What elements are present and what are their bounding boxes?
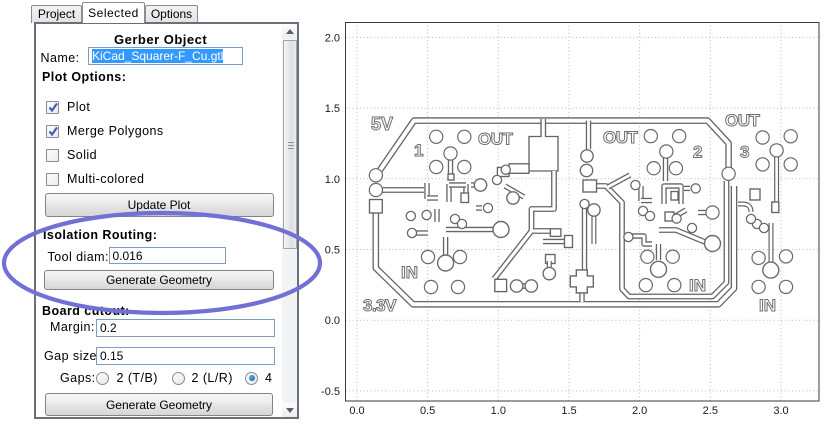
svg-text:3.3V: 3.3V (363, 296, 397, 315)
svg-text:1.0: 1.0 (491, 405, 506, 417)
svg-text:0.0: 0.0 (349, 405, 364, 417)
svg-text:1.0: 1.0 (325, 174, 340, 186)
svg-text:OUT: OUT (725, 111, 761, 130)
svg-text:IN: IN (689, 276, 706, 295)
svg-text:OUT: OUT (603, 128, 639, 147)
svg-text:IN: IN (759, 296, 776, 315)
svg-text:0.5: 0.5 (325, 245, 340, 257)
svg-text:OUT: OUT (478, 130, 514, 149)
svg-text:2.5: 2.5 (703, 405, 718, 417)
svg-text:0.0: 0.0 (325, 315, 340, 327)
svg-text:3.0: 3.0 (773, 405, 788, 417)
svg-text:IN: IN (401, 263, 418, 282)
svg-text:1.5: 1.5 (561, 405, 576, 417)
svg-text:0.5: 0.5 (420, 405, 435, 417)
svg-text:2.0: 2.0 (325, 32, 340, 44)
svg-text:3: 3 (740, 143, 749, 162)
svg-text:5V: 5V (371, 114, 393, 134)
svg-text:1.5: 1.5 (325, 103, 340, 115)
svg-text:2.0: 2.0 (632, 405, 647, 417)
svg-text:1: 1 (414, 141, 423, 160)
svg-text:2: 2 (693, 143, 702, 162)
svg-text:-0.5: -0.5 (321, 386, 340, 398)
